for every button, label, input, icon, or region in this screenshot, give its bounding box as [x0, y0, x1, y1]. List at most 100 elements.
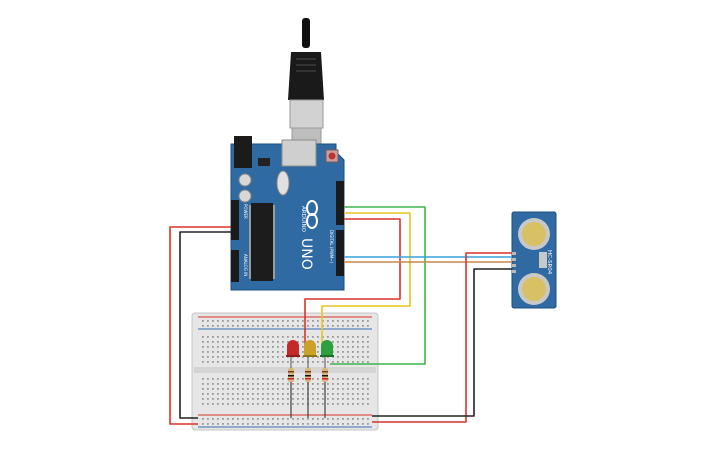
breadboard-hole	[357, 423, 359, 425]
breadboard-hole	[337, 418, 339, 420]
breadboard-hole	[272, 361, 274, 363]
breadboard-hole	[212, 388, 214, 390]
breadboard-hole	[227, 336, 229, 338]
breadboard-hole	[217, 336, 219, 338]
breadboard-hole	[232, 383, 234, 385]
breadboard-hole	[252, 388, 254, 390]
breadboard-hole	[322, 336, 324, 338]
breadboard-hole	[222, 341, 224, 343]
breadboard-hole	[357, 418, 359, 420]
breadboard[interactable]	[191, 312, 379, 431]
wire-5v-to-rail[interactable]	[169, 226, 231, 425]
breadboard-hole	[277, 320, 279, 322]
breadboard-hole	[207, 356, 209, 358]
breadboard-hole	[342, 341, 344, 343]
breadboard-hole	[362, 356, 364, 358]
power-header[interactable]	[231, 200, 239, 240]
breadboard-hole	[282, 351, 284, 353]
wire-yellow-led[interactable]	[321, 212, 411, 346]
breadboard-hole	[292, 418, 294, 420]
led-green[interactable]	[320, 340, 334, 357]
analog-header[interactable]	[231, 250, 239, 282]
digital-header-low[interactable]	[336, 230, 344, 276]
sensor-pin-header[interactable]	[512, 252, 516, 273]
breadboard-hole	[327, 325, 329, 327]
breadboard-hole	[267, 423, 269, 425]
resistors	[288, 368, 328, 418]
arduino-uno-board[interactable]: ARDUINO UNO DIGITAL (PWM~) ANALOG IN POW…	[230, 136, 345, 291]
breadboard-hole	[292, 336, 294, 338]
breadboard-hole	[262, 336, 264, 338]
sensor-pin-echo[interactable]	[512, 264, 516, 267]
breadboard-hole	[257, 393, 259, 395]
breadboard-hole	[222, 383, 224, 385]
wire-green-led[interactable]	[330, 206, 426, 365]
breadboard-hole	[232, 423, 234, 425]
usb-connector-shell	[289, 99, 324, 129]
ultrasonic-sensor[interactable]: HC-SR04	[511, 211, 557, 309]
breadboard-hole	[282, 336, 284, 338]
breadboard-hole	[297, 403, 299, 405]
breadboard-hole	[317, 398, 319, 400]
breadboard-hole	[367, 351, 369, 353]
wire-red-led[interactable]	[304, 218, 401, 346]
wire-sensor-gnd[interactable]	[372, 268, 512, 417]
breadboard-hole	[367, 418, 369, 420]
resistor-3[interactable]	[322, 368, 328, 418]
led-green-base	[320, 355, 334, 357]
breadboard-hole	[347, 320, 349, 322]
resistor-1[interactable]	[288, 368, 294, 418]
breadboard-hole	[292, 388, 294, 390]
breadboard-hole	[207, 398, 209, 400]
breadboard-hole	[237, 383, 239, 385]
breadboard-hole	[202, 398, 204, 400]
breadboard-hole	[367, 403, 369, 405]
breadboard-hole	[292, 403, 294, 405]
breadboard-hole	[312, 383, 314, 385]
capacitor-1	[238, 173, 252, 187]
breadboard-hole	[242, 341, 244, 343]
breadboard-hole	[317, 418, 319, 420]
breadboard-hole	[267, 351, 269, 353]
resistor-3-band	[322, 371, 328, 373]
led-red[interactable]	[286, 340, 300, 357]
breadboard-hole	[347, 403, 349, 405]
breadboard-hole	[352, 388, 354, 390]
usb-cable[interactable]	[288, 18, 324, 147]
breadboard-hole	[252, 320, 254, 322]
breadboard-hole	[222, 423, 224, 425]
breadboard-hole	[267, 356, 269, 358]
breadboard-hole	[342, 351, 344, 353]
wire-gnd-to-rail[interactable]	[179, 231, 231, 419]
sensor-pin-trig[interactable]	[512, 258, 516, 261]
breadboard-hole	[227, 341, 229, 343]
breadboard-hole	[247, 361, 249, 363]
breadboard-hole	[277, 336, 279, 338]
digital-header-high[interactable]	[336, 181, 344, 225]
breadboard-hole	[367, 378, 369, 380]
breadboard-hole	[277, 393, 279, 395]
breadboard-hole	[332, 325, 334, 327]
breadboard-hole	[292, 423, 294, 425]
breadboard-hole	[312, 361, 314, 363]
wire-sensor-vcc[interactable]	[372, 252, 512, 423]
breadboard-hole	[277, 351, 279, 353]
breadboard-hole	[347, 398, 349, 400]
breadboard-hole	[262, 383, 264, 385]
breadboard-hole	[227, 361, 229, 363]
breadboard-hole	[262, 423, 264, 425]
breadboard-hole	[302, 356, 304, 358]
breadboard-hole	[332, 383, 334, 385]
breadboard-hole	[322, 423, 324, 425]
sensor-pin-vcc[interactable]	[512, 252, 516, 255]
breadboard-hole	[262, 393, 264, 395]
resistor-2[interactable]	[305, 368, 311, 418]
breadboard-hole	[317, 423, 319, 425]
led-yellow[interactable]	[303, 340, 317, 357]
breadboard-hole	[247, 398, 249, 400]
breadboard-hole	[367, 346, 369, 348]
breadboard-hole	[287, 378, 289, 380]
breadboard-hole	[367, 393, 369, 395]
sensor-pin-gnd[interactable]	[512, 270, 516, 273]
